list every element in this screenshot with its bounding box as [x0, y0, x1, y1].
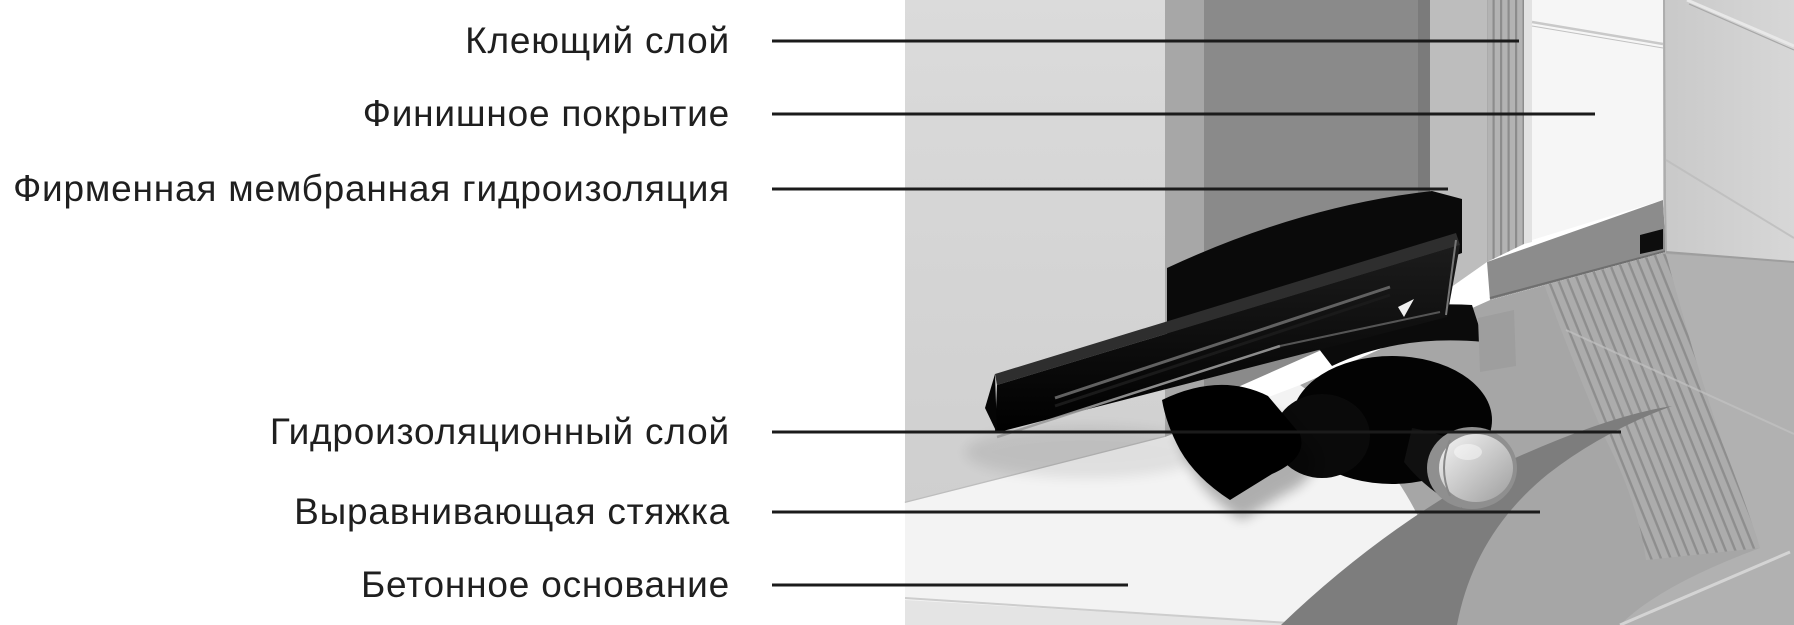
channel-end-edge: [1445, 239, 1457, 316]
membrane-wing: [1162, 384, 1302, 500]
skirting-edge: [1489, 250, 1667, 299]
drain-channel: [985, 233, 1460, 439]
adhesive-comb-floor: [1536, 254, 1760, 560]
channel-grate-slot-dark: [1054, 293, 1391, 408]
outlet-pipe: [1439, 434, 1513, 502]
right-wall-joint: [1686, 0, 1794, 48]
screed-band: [1281, 406, 1672, 625]
channel-end-highlight: [1398, 299, 1414, 317]
channel-grate-slot: [1054, 285, 1391, 400]
siphon-bracket: [1478, 310, 1516, 372]
channel-bottom-rim: [996, 344, 1281, 439]
adhesive-comb-highlight: [1524, 0, 1532, 244]
right-wall: [1663, 0, 1794, 262]
skirting: [1487, 200, 1666, 300]
right-wall-base-edge: [1665, 251, 1794, 263]
channel-shadow: [965, 426, 1205, 478]
right-wall-joint-lower: [1665, 159, 1794, 239]
right-wall-joint-shadow: [1688, 3, 1794, 51]
floor-tile-joint-2: [1565, 329, 1794, 435]
drain-channel-end-profile: [1640, 229, 1663, 254]
adhesive-comb-wall: [1487, 0, 1524, 262]
tile-joint-shadow: [1531, 25, 1664, 49]
wall-corner-line: [1663, 0, 1667, 253]
floor-tiles: [1620, 254, 1794, 625]
channel-bottom-rim-right: [1279, 311, 1441, 347]
tile-joint: [1531, 20, 1664, 46]
finish-tile: [1532, 0, 1663, 240]
back-wall: [905, 0, 1165, 503]
slab-edge-line: [905, 597, 1321, 625]
channel-top-surface: [995, 233, 1460, 385]
outlet-pipe-highlight: [1454, 444, 1482, 460]
floor-tile-joint-1: [1619, 550, 1791, 625]
outlet-pipe-seam: [1443, 439, 1451, 497]
channel-left-cap: [985, 374, 997, 433]
